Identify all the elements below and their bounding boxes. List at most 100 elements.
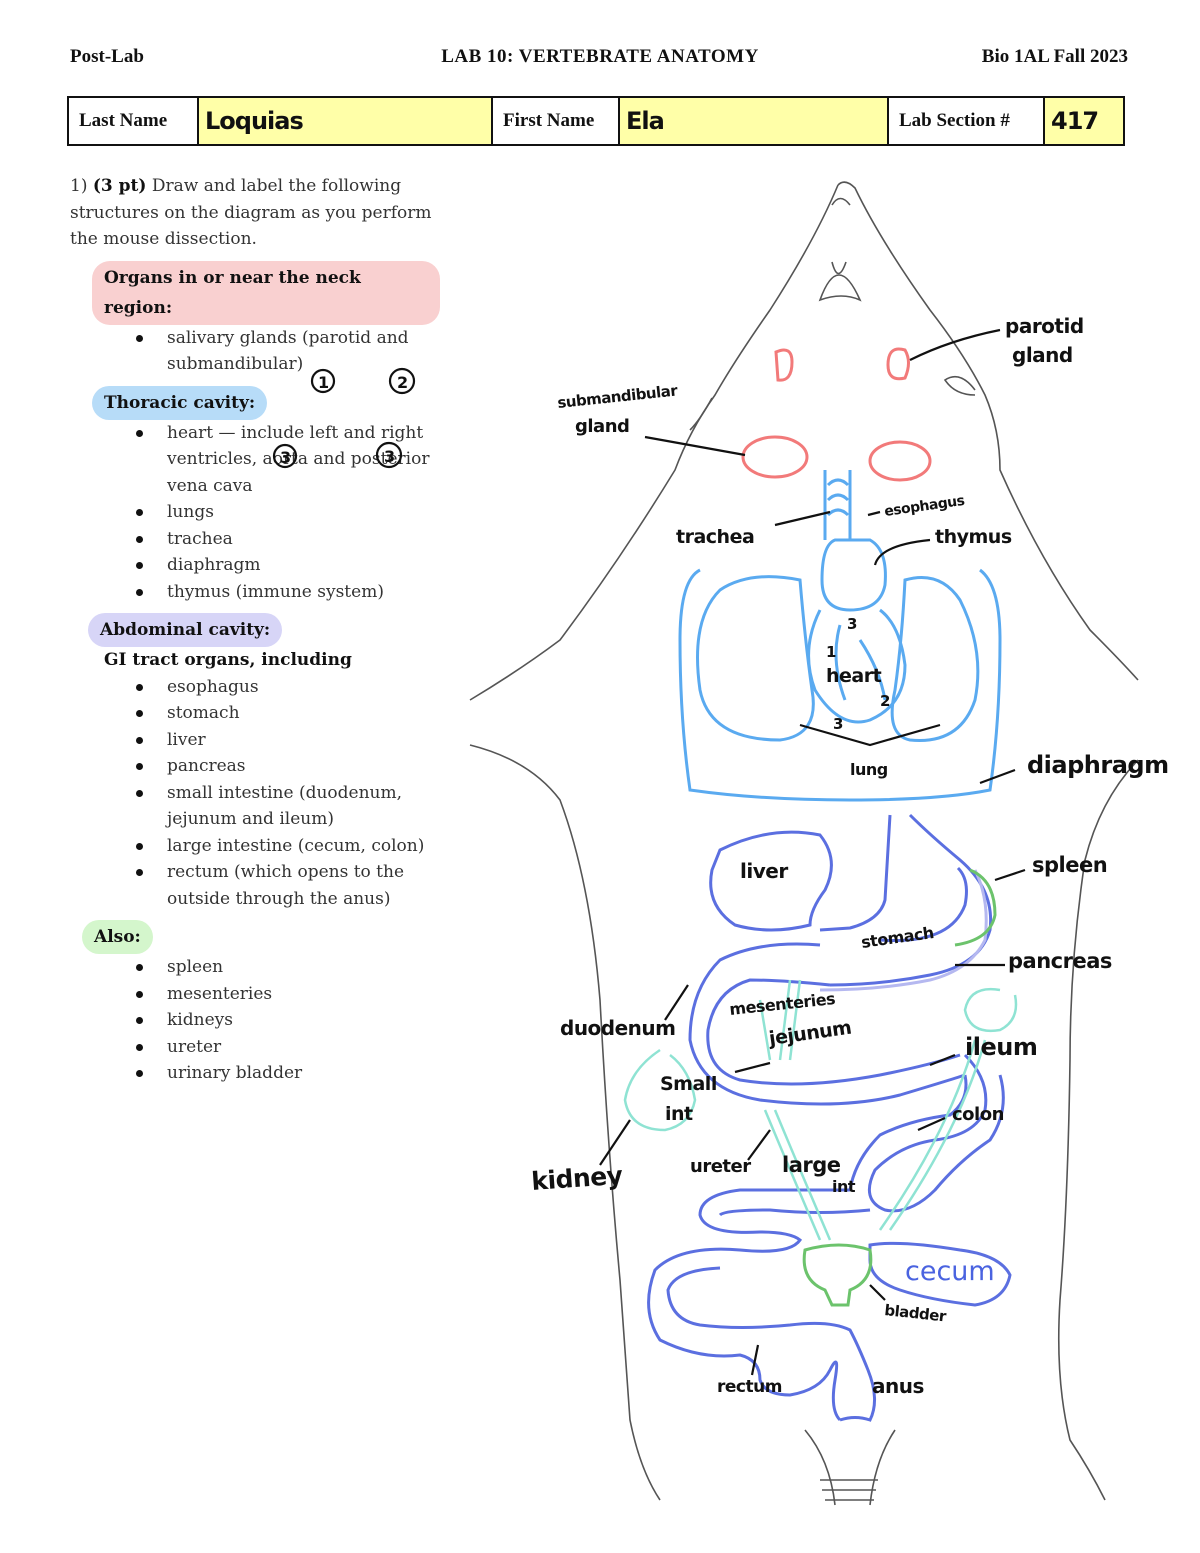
parotid-gland-left — [774, 348, 794, 382]
mark-2: 2 — [397, 373, 408, 392]
lab-section-label: Lab Section # — [889, 98, 1045, 144]
ureter-right — [878, 1039, 987, 1231]
list-item: liver — [136, 727, 440, 754]
label-submandibular: submandibular — [557, 381, 680, 412]
mesenteries-drawing — [758, 979, 802, 1061]
section-abdominal-subtitle: GI tract organs, including — [104, 650, 352, 670]
heart-mark-left-ventricle: 1 — [826, 643, 836, 661]
kidney-left — [623, 1048, 697, 1132]
section-abdominal-title: Abdominal cavity: — [88, 613, 283, 647]
header-lab-title: LAB 10: VERTEBRATE ANATOMY — [441, 46, 759, 67]
label-liver: liver — [740, 859, 788, 883]
also-list: spleen mesenteries kidneys ureter urinar… — [70, 954, 440, 1087]
label-parotid: parotid — [1005, 314, 1084, 338]
label-jejunum: jejunum — [767, 1017, 853, 1050]
large-intestine-drawing — [647, 1188, 850, 1422]
number-marks — [272, 367, 416, 469]
thymus-drawing — [820, 538, 887, 612]
section-thoracic-title: Thoracic cavity: — [92, 385, 268, 420]
kidney-right — [963, 987, 1018, 1033]
list-item: pancreas — [136, 753, 440, 780]
cecum-drawing — [868, 1241, 1012, 1307]
first-name-label: First Name — [493, 98, 620, 144]
label-submandibular-gland: gland — [575, 416, 629, 437]
label-parotid-gland: gland — [1012, 343, 1073, 367]
question-text: Draw and label the following structures … — [70, 176, 432, 249]
mark-3b: 3 — [384, 447, 395, 466]
mark-1: 1 — [318, 373, 329, 392]
label-rectum: rectum — [717, 1377, 782, 1397]
list-item: rectum (which opens to the outside throu… — [136, 859, 440, 912]
parotid-gland-right — [886, 347, 910, 381]
label-mesenteries: mesenteries — [728, 989, 835, 1019]
label-stomach: stomach — [860, 923, 935, 952]
spleen-drawing — [954, 868, 997, 947]
leader-lines — [599, 328, 1026, 1376]
esophagus-drawing — [819, 814, 892, 932]
heart-mark-aorta: 3 — [847, 615, 857, 633]
rectum-drawing — [666, 1208, 876, 1422]
question-prompt: 1) (3 pt) Draw and label the following s… — [70, 173, 440, 253]
label-esophagus: esophagus — [883, 493, 965, 520]
salivary-glands — [741, 347, 932, 482]
instructions-column: 1) (3 pt) Draw and label the following s… — [70, 173, 440, 1087]
question-number: 1) — [70, 176, 88, 196]
label-small-int-2: int — [665, 1103, 693, 1125]
label-small-int: Small — [660, 1073, 717, 1095]
list-item: lungs — [136, 499, 440, 526]
label-duodenum: duodenum — [560, 1016, 676, 1040]
list-item: urinary bladder — [136, 1060, 440, 1087]
list-item: large intestine (cecum, colon) — [136, 833, 440, 860]
submandibular-gland-left — [741, 435, 809, 479]
label-lung: lung — [850, 760, 888, 779]
spleen-bladder — [802, 868, 997, 1307]
list-item: diaphragm — [136, 552, 440, 579]
label-large-int-2: int — [832, 1177, 856, 1196]
first-name-field[interactable]: Ela — [620, 98, 889, 144]
header-course-part: Post-Lab — [70, 46, 144, 67]
list-item: spleen — [136, 954, 440, 981]
lung-left — [696, 575, 815, 742]
last-name-field[interactable]: Loquias — [199, 98, 493, 144]
thoracic-organs — [678, 470, 1002, 802]
last-name-label: Last Name — [69, 98, 199, 144]
label-ureter: ureter — [690, 1156, 751, 1177]
list-item: heart — include left and right ventricle… — [136, 420, 440, 500]
student-info-table: Last Name Loquias First Name Ela Lab Sec… — [67, 96, 1125, 146]
section-neck-title: Organs in or near the neck region: — [92, 260, 440, 325]
mesentery-kidney-ureter — [623, 979, 1018, 1241]
list-item: mesenteries — [136, 981, 440, 1008]
trachea-drawing — [823, 470, 852, 540]
label-ileum: ileum — [965, 1033, 1037, 1061]
label-diaphragm: diaphragm — [1027, 751, 1169, 779]
pancreas-drawing — [819, 869, 988, 992]
label-kidney: kidney — [530, 1161, 623, 1196]
submandibular-gland-right — [868, 440, 932, 482]
list-item: esophagus — [136, 674, 440, 701]
list-item: thymus (immune system) — [136, 579, 440, 606]
label-colon: colon — [952, 1104, 1004, 1125]
liver-drawing — [709, 830, 833, 932]
small-intestine-outer — [688, 942, 966, 1106]
label-anus: anus — [872, 1374, 924, 1398]
label-heart: heart — [826, 665, 882, 687]
lung-right — [890, 576, 980, 742]
colon-drawing — [867, 1053, 1005, 1213]
diaphragm-drawing — [678, 568, 1002, 802]
heart-mark-vena-cava: 3 — [833, 715, 843, 733]
list-item: stomach — [136, 700, 440, 727]
label-trachea: trachea — [676, 526, 754, 548]
list-item: salivary glands (parotid and submandibul… — [136, 325, 440, 378]
abdominal-list: esophagus stomach liver pancreas small i… — [70, 674, 440, 913]
list-item: small intestine (duodenum, jejunum and i… — [136, 780, 440, 833]
list-item: kidneys — [136, 1007, 440, 1034]
section-also-title: Also: — [82, 920, 153, 954]
ureter-left — [763, 1109, 832, 1241]
label-large-int: large — [782, 1153, 841, 1177]
stomach-outer — [829, 813, 993, 987]
lab-section-field[interactable]: 417 — [1045, 98, 1123, 144]
label-cecum: cecum — [905, 1256, 995, 1287]
question-points: (3 pt) — [92, 176, 147, 196]
list-item: trachea — [136, 526, 440, 553]
